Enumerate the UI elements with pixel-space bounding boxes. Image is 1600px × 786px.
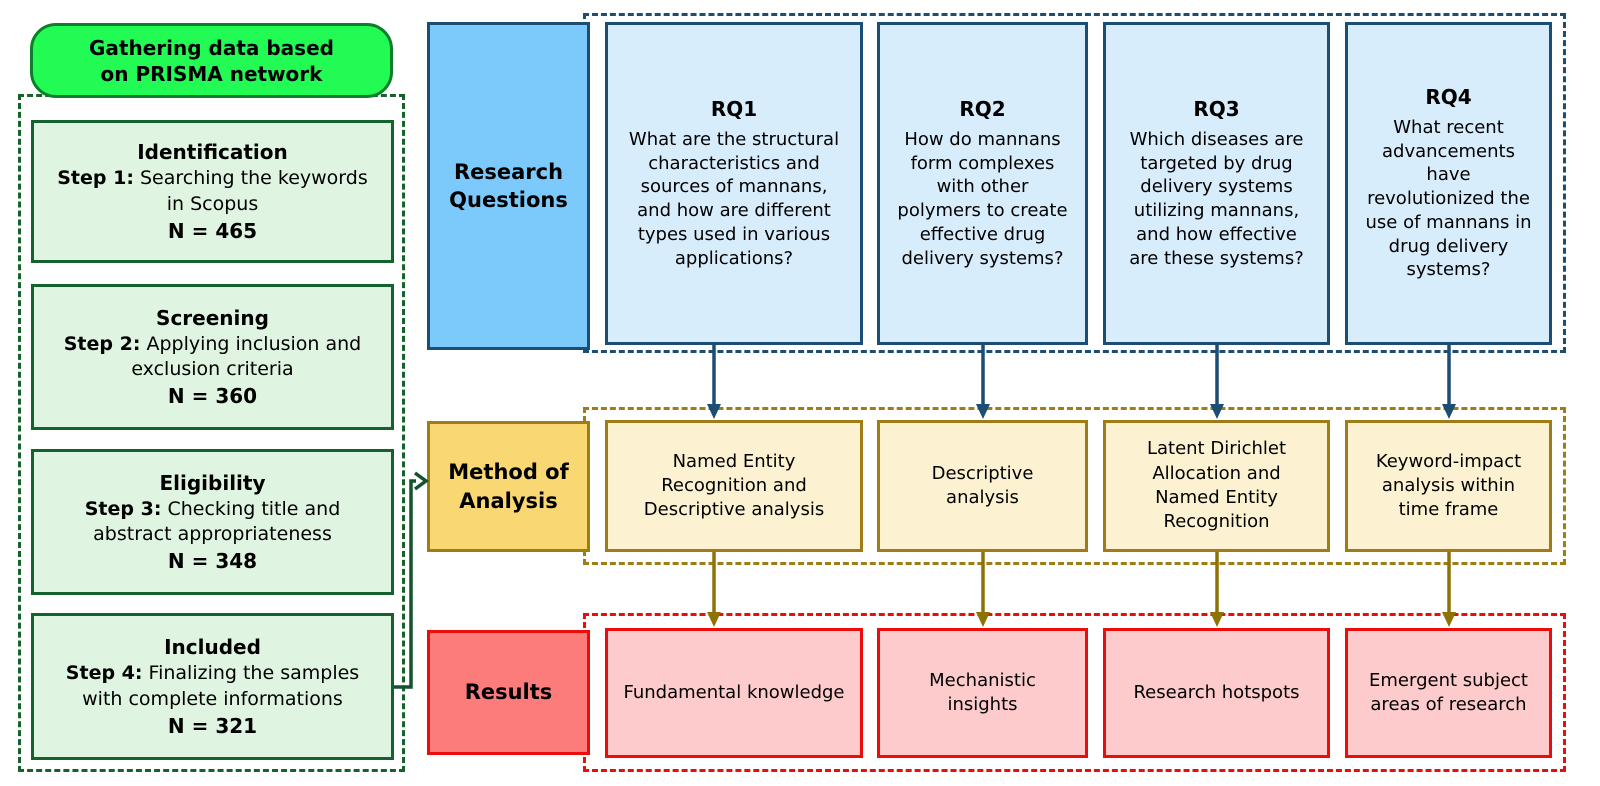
step-number-label: Step 4: — [65, 662, 143, 685]
rq1-text: What are the structural characteristics … — [628, 128, 840, 269]
step-text: Finalizing the samples with complete inf… — [82, 662, 360, 710]
rq2-title: RQ2 — [959, 96, 1006, 121]
research-questions-row-label: Research Questions — [427, 22, 590, 350]
step-count: N = 360 — [167, 384, 258, 409]
result-box-3: Research hotspots — [1103, 628, 1330, 758]
result-box-4: Emergent subject areas of research — [1345, 628, 1552, 758]
step-text: Searching the keywords in Scopus — [133, 167, 368, 215]
step-title: Screening — [156, 305, 269, 330]
step-description: Step 3: Checking title and abstract appr… — [46, 497, 379, 547]
method-box-1: Named Entity Recognition and Descriptive… — [605, 420, 863, 552]
step-description: Step 4: Finalizing the samples with comp… — [46, 661, 379, 711]
step-title: Eligibility — [159, 470, 266, 495]
result-box-2: Mechanistic insights — [877, 628, 1088, 758]
method-box-2: Descriptive analysis — [877, 420, 1088, 552]
method-box-4: Keyword-impact analysis within time fram… — [1345, 420, 1552, 552]
result-box-1: Fundamental knowledge — [605, 628, 863, 758]
step-number-label: Step 3: — [84, 497, 162, 520]
step-text: Checking title and abstract appropriaten… — [93, 497, 341, 545]
prisma-header-line1: Gathering data based — [89, 35, 334, 60]
step-description: Step 2: Applying inclusion and exclusion… — [46, 332, 379, 382]
rq4-title: RQ4 — [1425, 84, 1472, 109]
step-number-label: Step 1: — [57, 167, 134, 190]
rq2-box: RQ2 How do mannans form complexes with o… — [877, 22, 1088, 345]
rq3-text: Which diseases are targeted by drug deli… — [1129, 128, 1304, 269]
prisma-header-line2: on PRISMA network — [100, 61, 323, 86]
rq2-text: How do mannans form complexes with other… — [897, 128, 1068, 269]
rq4-box: RQ4 What recent advancements have revolu… — [1345, 22, 1552, 345]
results-row-label: Results — [427, 630, 590, 755]
rq3-box: RQ3 Which diseases are targeted by drug … — [1103, 22, 1330, 345]
rq1-box: RQ1 What are the structural characterist… — [605, 22, 863, 345]
prisma-step-eligibility: Eligibility Step 3: Checking title and a… — [31, 449, 394, 595]
method-of-analysis-row-label: Method of Analysis — [427, 421, 590, 552]
rq1-title: RQ1 — [710, 96, 758, 121]
prisma-step-included: Included Step 4: Finalizing the samples … — [31, 613, 394, 760]
step-text: Applying inclusion and exclusion criteri… — [131, 332, 362, 380]
rq3-title: RQ3 — [1193, 96, 1240, 121]
prisma-step-screening: Screening Step 2: Applying inclusion and… — [31, 284, 394, 430]
prisma-step-identification: Identification Step 1: Searching the key… — [31, 120, 394, 263]
step-count: N = 321 — [167, 713, 258, 738]
step-number-label: Step 2: — [63, 332, 141, 355]
prisma-header: Gathering data based on PRISMA network — [30, 23, 393, 98]
method-box-3: Latent Dirichlet Allocation and Named En… — [1103, 420, 1330, 552]
step-count: N = 465 — [167, 218, 258, 243]
step-count: N = 348 — [167, 549, 258, 574]
rq4-text: What recent advancements have revolution… — [1365, 116, 1532, 281]
step-title: Identification — [137, 140, 288, 165]
step-title: Included — [164, 635, 261, 660]
step-description: Step 1: Searching the keywords in Scopus — [46, 166, 379, 216]
